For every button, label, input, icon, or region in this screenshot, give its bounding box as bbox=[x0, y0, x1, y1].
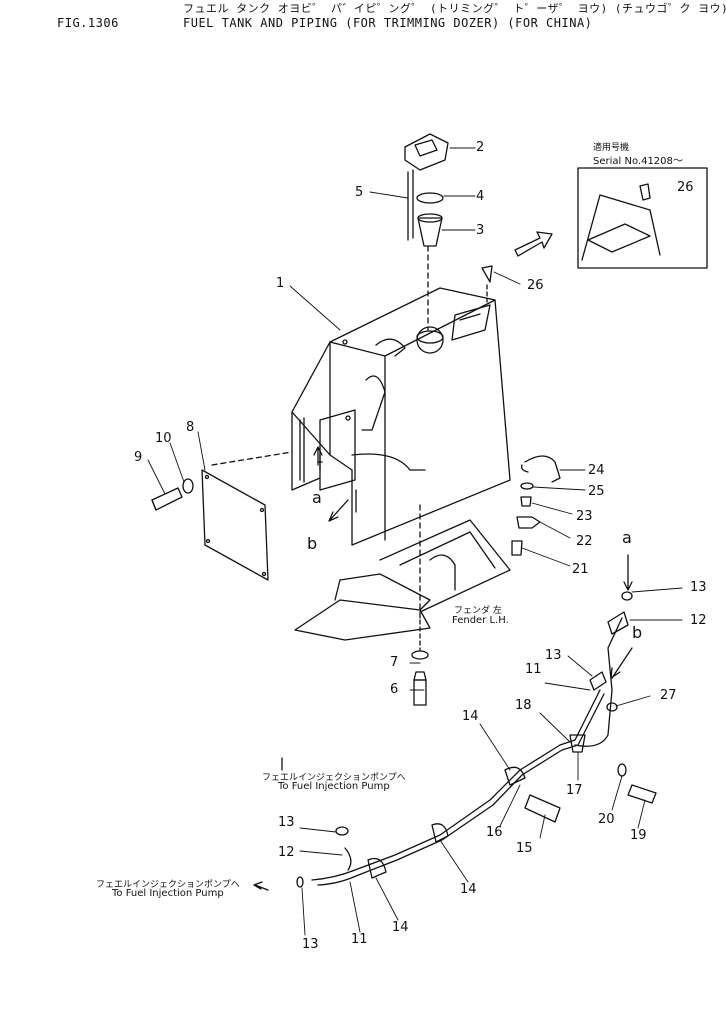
callout-6: 6 bbox=[390, 682, 399, 697]
callout-18: 18 bbox=[515, 698, 532, 713]
direction-arrows bbox=[254, 232, 632, 890]
callout-9: 9 bbox=[134, 450, 143, 465]
callout-3: 3 bbox=[476, 223, 485, 238]
callout-23: 23 bbox=[576, 509, 593, 524]
callout-12-right: 12 bbox=[690, 613, 707, 628]
connection-a-tank: a bbox=[312, 488, 322, 507]
pump-note-lower-jp: フェエルインジェクションポンプへ bbox=[96, 880, 240, 890]
connection-b-pipe: b bbox=[632, 623, 643, 642]
callout-17: 17 bbox=[566, 783, 583, 798]
callout-11-mid: 11 bbox=[525, 662, 542, 677]
inset-serial-no: Serial No.41208～ bbox=[593, 156, 683, 167]
callout-13-upper-left: 13 bbox=[278, 815, 295, 830]
callout-1: 1 bbox=[276, 276, 285, 291]
callout-13-bottom: 13 bbox=[302, 937, 319, 952]
callout-13-mid: 13 bbox=[545, 648, 562, 663]
pump-note-upper-jp: フェエルインジェクションポンプへ bbox=[262, 773, 406, 783]
callout-11-bottom: 11 bbox=[351, 932, 368, 947]
fender-label-jp: フェンダ 左 bbox=[454, 606, 502, 616]
callout-7: 7 bbox=[390, 655, 399, 670]
connection-b-tank: b bbox=[307, 534, 318, 553]
inset-serial-detail bbox=[578, 168, 707, 268]
callout-27: 27 bbox=[660, 688, 677, 703]
callout-4: 4 bbox=[476, 189, 485, 204]
callout-26: 26 bbox=[527, 278, 544, 293]
callout-14-bottom: 14 bbox=[460, 882, 477, 897]
drain-valve-parts bbox=[512, 456, 560, 555]
fuel-piping bbox=[297, 592, 656, 887]
pump-note-lower-en: To Fuel Injection Pump bbox=[112, 888, 224, 899]
inset-serial-jp: 適用号機 bbox=[593, 143, 630, 153]
callout-16: 16 bbox=[486, 825, 503, 840]
title-japanese: フュエル タンク オヨビ゜ パ゛イピ゜ング゜ (トリミング゜ ト゜ーザ゜ ヨウ)… bbox=[183, 2, 726, 15]
callout-2: 2 bbox=[476, 140, 485, 155]
fuel-tank bbox=[292, 288, 510, 545]
callout-22: 22 bbox=[576, 534, 593, 549]
inset-callout-26: 26 bbox=[677, 180, 694, 195]
callout-10: 10 bbox=[155, 431, 172, 446]
callout-24: 24 bbox=[588, 463, 605, 478]
callout-21: 21 bbox=[572, 562, 589, 577]
callout-12-left: 12 bbox=[278, 845, 295, 860]
fender-label-en: Fender L.H. bbox=[452, 615, 509, 626]
callout-15: 15 bbox=[516, 841, 533, 856]
callout-25: 25 bbox=[588, 484, 605, 499]
fender-lh bbox=[295, 505, 510, 705]
callout-14-left: 14 bbox=[392, 920, 409, 935]
callout-8: 8 bbox=[186, 420, 195, 435]
callout-19: 19 bbox=[630, 828, 647, 843]
cover-plate bbox=[152, 452, 292, 580]
leader-lines bbox=[148, 148, 682, 935]
callout-14-top: 14 bbox=[462, 709, 479, 724]
filler-parts bbox=[405, 134, 492, 330]
callout-13-right: 13 bbox=[690, 580, 707, 595]
callout-20: 20 bbox=[598, 812, 615, 827]
figure-number: FIG.1306 bbox=[57, 16, 119, 30]
title-english: FUEL TANK AND PIPING (FOR TRIMMING DOZER… bbox=[183, 16, 593, 30]
connection-a-pipe: a bbox=[622, 528, 632, 547]
callout-5: 5 bbox=[355, 185, 364, 200]
pump-note-upper-en: To Fuel Injection Pump bbox=[278, 781, 390, 792]
